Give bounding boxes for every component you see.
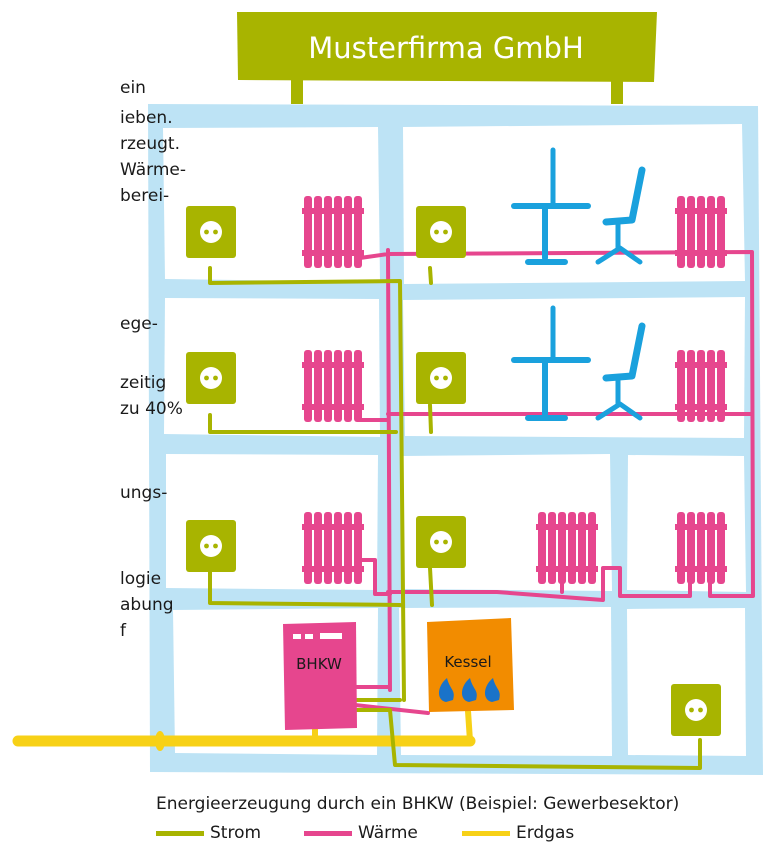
socket-icon xyxy=(416,352,466,404)
bhkw-body xyxy=(283,622,357,730)
bhkw-unit: BHKW xyxy=(283,622,357,730)
office-chair-icon xyxy=(595,322,646,421)
legend-label-erdgas: Erdgas xyxy=(516,823,575,843)
gas-valve-icon xyxy=(155,731,165,751)
radiator-icon xyxy=(302,350,364,422)
legend-swatch-strom xyxy=(156,831,204,836)
paragraph-fragment: ein xyxy=(120,78,146,98)
sign-post-right xyxy=(611,78,623,104)
radiators xyxy=(302,196,727,584)
flame-icon xyxy=(438,678,500,702)
room-2-right xyxy=(403,297,745,438)
desk-icon xyxy=(511,305,591,421)
socket-icon xyxy=(416,516,466,568)
paragraph-fragment: f xyxy=(120,621,126,641)
legend-swatch-erdgas xyxy=(462,831,510,836)
desk-icon xyxy=(511,147,591,265)
sign-post-left xyxy=(291,78,303,104)
legend-swatch-waerme xyxy=(304,831,352,836)
figure-caption: Energieerzeugung durch ein BHKW (Beispie… xyxy=(156,794,680,814)
paragraph-fragment: logie xyxy=(120,569,162,589)
socket-icon xyxy=(186,352,236,404)
legend-label-strom: Strom xyxy=(210,823,262,843)
gas-line-kessel xyxy=(465,708,473,744)
radiator-icon xyxy=(302,512,364,584)
company-name: Musterfirma GmbH xyxy=(308,31,584,65)
paragraph-fragment: zeitig xyxy=(120,373,167,393)
energy-lines xyxy=(12,248,755,770)
sockets xyxy=(186,206,721,736)
radiator-icon xyxy=(675,350,727,422)
paragraph-fragment: Wärme- xyxy=(120,160,186,180)
radiator-icon xyxy=(675,512,727,584)
radiator-icon xyxy=(302,196,364,268)
office-furniture xyxy=(511,147,646,421)
paragraph-fragment: berei- xyxy=(120,186,170,206)
company-sign: Musterfirma GmbH xyxy=(237,12,657,104)
paragraph-fragment: rzeugt. xyxy=(120,134,181,154)
socket-icon xyxy=(186,206,236,258)
kessel-label: Kessel xyxy=(444,653,491,671)
power-line-main xyxy=(208,266,702,770)
paragraph-fragment: ieben. xyxy=(120,108,173,128)
radiator-icon xyxy=(536,512,598,584)
office-chair-icon xyxy=(595,166,646,265)
socket-icon xyxy=(671,684,721,736)
kessel-boiler: Kessel xyxy=(427,618,514,712)
sign-board xyxy=(237,12,657,82)
socket-icon xyxy=(416,206,466,258)
legend-label-waerme: Wärme xyxy=(358,823,418,843)
radiator-icon xyxy=(675,196,727,268)
bhkw-label: BHKW xyxy=(296,655,342,673)
paragraph-fragment: ungs- xyxy=(120,483,168,503)
paragraph-fragment: abung xyxy=(120,595,174,615)
room-3-right xyxy=(627,455,746,592)
socket-icon xyxy=(186,520,236,572)
paragraph-fragment: zu 40% xyxy=(120,399,183,419)
paragraph-fragment: ege- xyxy=(120,314,158,334)
